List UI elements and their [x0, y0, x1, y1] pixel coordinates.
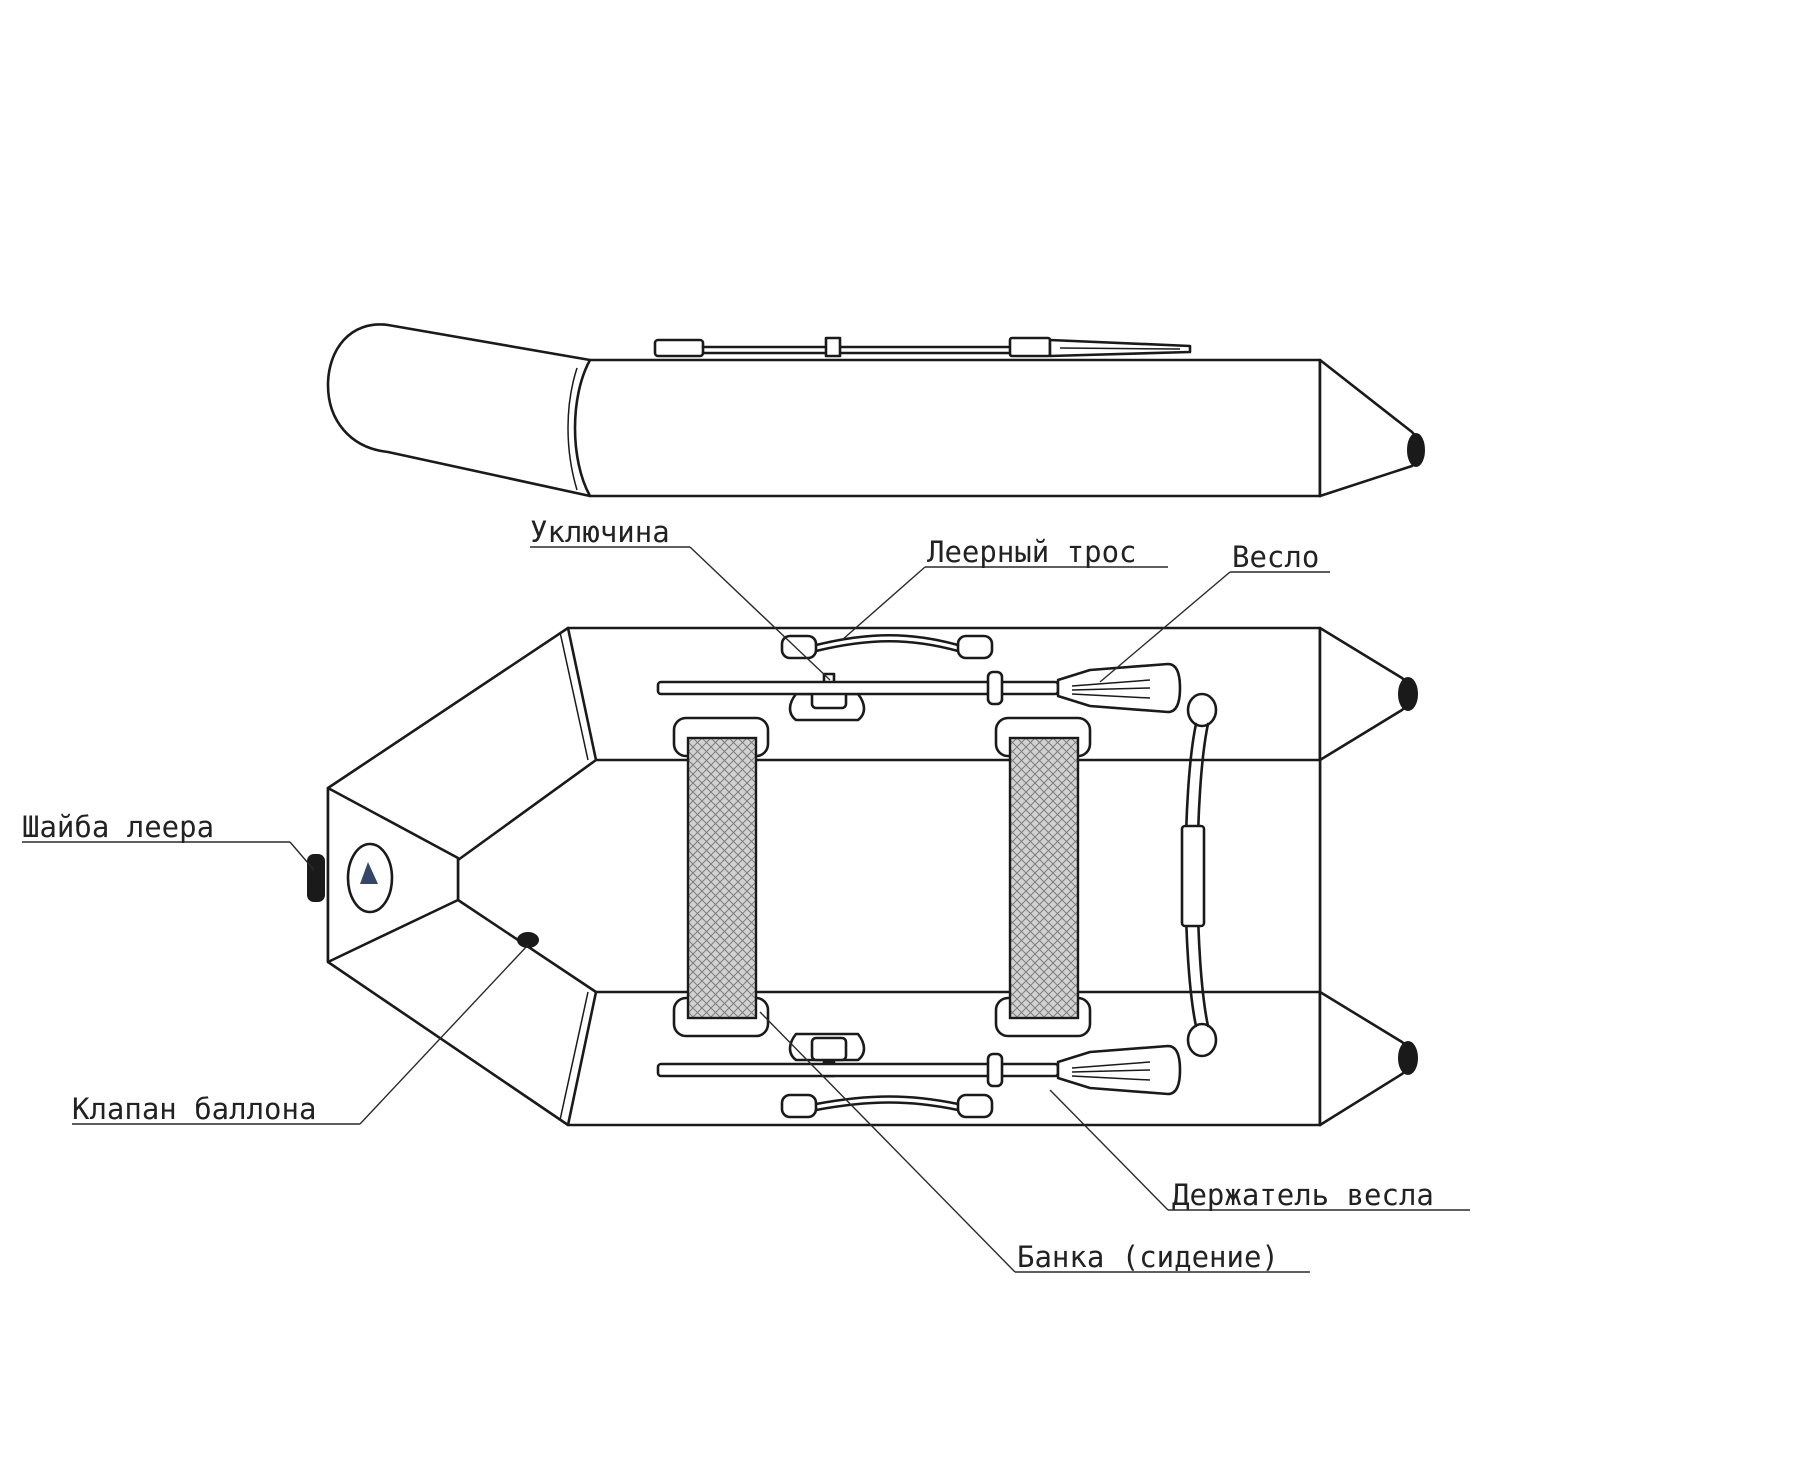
leader-lines: [22, 546, 1470, 1273]
oar-upper: [656, 662, 1182, 714]
rail-rope-upper: [780, 634, 994, 660]
side-bow-tip: [1407, 433, 1425, 467]
label-oar-holder: Держатель весла: [1172, 1178, 1434, 1212]
label-bench: Банка (сидение): [1017, 1240, 1279, 1274]
rail-rope-lower: [780, 1093, 994, 1119]
label-rail-washer: Шайба леера: [22, 810, 214, 844]
side-stern: [326, 323, 592, 498]
bow-cone-lower: [1318, 990, 1413, 1127]
emblem-mark: [360, 862, 378, 884]
side-view: [326, 323, 1425, 498]
side-tube: [573, 358, 1322, 498]
oar-lower: [656, 1044, 1182, 1096]
tube-valve-icon: [517, 932, 539, 948]
bow-tip-upper: [1398, 677, 1418, 711]
label-rail-rope: Леерный трос: [927, 535, 1137, 569]
bench-rear: [672, 716, 770, 1038]
bench-front: [994, 716, 1092, 1038]
side-oar: [653, 336, 1192, 358]
labels: Уключина Леерный трос Весло Шайба леера …: [22, 515, 1434, 1274]
label-tube-valve: Клапан баллона: [72, 1092, 316, 1126]
bow-tip-lower: [1398, 1041, 1418, 1075]
top-view: [307, 626, 1418, 1127]
bow-grab-handle: [1180, 692, 1218, 1058]
side-bow: [1318, 358, 1420, 498]
label-oarlock: Уключина: [530, 515, 670, 549]
bow-cone-upper: [1318, 626, 1413, 762]
rail-washer-icon: [307, 854, 325, 902]
label-oar: Весло: [1232, 540, 1319, 574]
